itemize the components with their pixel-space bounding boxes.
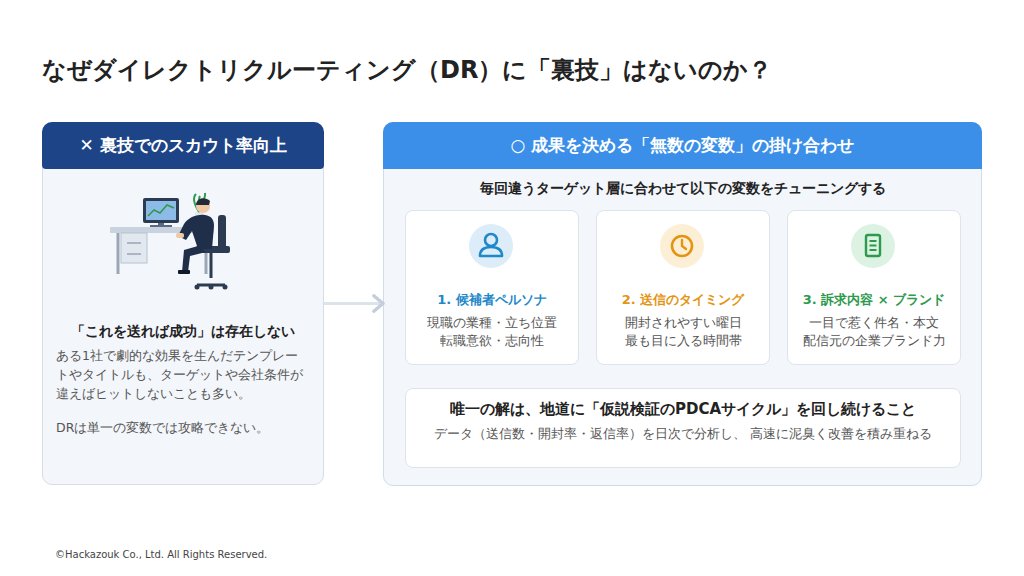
- node-heading: 3. 訴求内容 × ブランド: [794, 291, 954, 309]
- header-band: ○ 成果を決める「無数の変数」の掛け合わせ: [383, 122, 982, 169]
- variable-card: 2. 送信のタイミング開封されやすい曜日 最も目に入る時間帯: [596, 210, 770, 365]
- flow-arrow: [324, 296, 383, 311]
- node-body: ある1社で劇的な効果を生んだテンプレートやタイトルも、ターゲットや会社条件が違え…: [56, 347, 310, 403]
- arrow-line: [324, 302, 383, 305]
- footer-note: ©Hackazouk Co., Ltd. All Rights Reserved…: [55, 549, 267, 560]
- variable-card: 1. 候補者ペルソナ現職の業種・立ち位置 転職意欲・志向性: [405, 210, 579, 365]
- node-heading: 唯一の解は、地道に「仮説検証のPDCAサイクル」を回し続けること: [416, 400, 950, 419]
- right-panel: 毎回違うターゲット層に合わせて以下の変数をチューニングする ○ 成果を決める「無数…: [383, 122, 982, 486]
- node-body: DRは単一の変数では攻略できない。: [56, 419, 310, 438]
- node-body: 現職の業種・立ち位置 転職意欲・志向性: [412, 314, 572, 350]
- node-body: データ（送信数・開封率・返信率）を日次で分析し、 高速に泥臭く改善を積み重ねる: [416, 424, 950, 444]
- header-band: ✕ 裏技でのスカウト率向上: [42, 122, 324, 169]
- node-heading: ○ 成果を決める「無数の変数」の掛け合わせ: [511, 134, 855, 157]
- node-heading: 毎回違うターゲット層に合わせて以下の変数をチューニングする: [394, 180, 971, 198]
- node-heading: 2. 送信のタイミング: [603, 291, 763, 309]
- variable-card: 3. 訴求内容 × ブランド一目で惹く件名・本文 配信元の企業ブランド力: [787, 210, 961, 365]
- arrow-head: [374, 296, 383, 311]
- node-heading: 「これを送れば成功」は存在しない: [56, 323, 310, 341]
- slide-title: なぜダイレクトリクルーティング（DR）に「裏技」はないのか？: [42, 54, 772, 86]
- node-body: 一目で惹く件名・本文 配信元の企業ブランド力: [794, 314, 954, 350]
- node-heading: ✕ 裏技でのスカウト率向上: [79, 134, 286, 157]
- conclusion-box: 唯一の解は、地道に「仮説検証のPDCAサイクル」を回し続けることデータ（送信数・…: [405, 388, 961, 468]
- left-panel: 「これを送れば成功」は存在しないある1社で劇的な効果を生んだテンプレートやタイト…: [42, 122, 324, 485]
- node-heading: 1. 候補者ペルソナ: [412, 291, 572, 309]
- node-body: 開封されやすい曜日 最も目に入る時間帯: [603, 314, 763, 350]
